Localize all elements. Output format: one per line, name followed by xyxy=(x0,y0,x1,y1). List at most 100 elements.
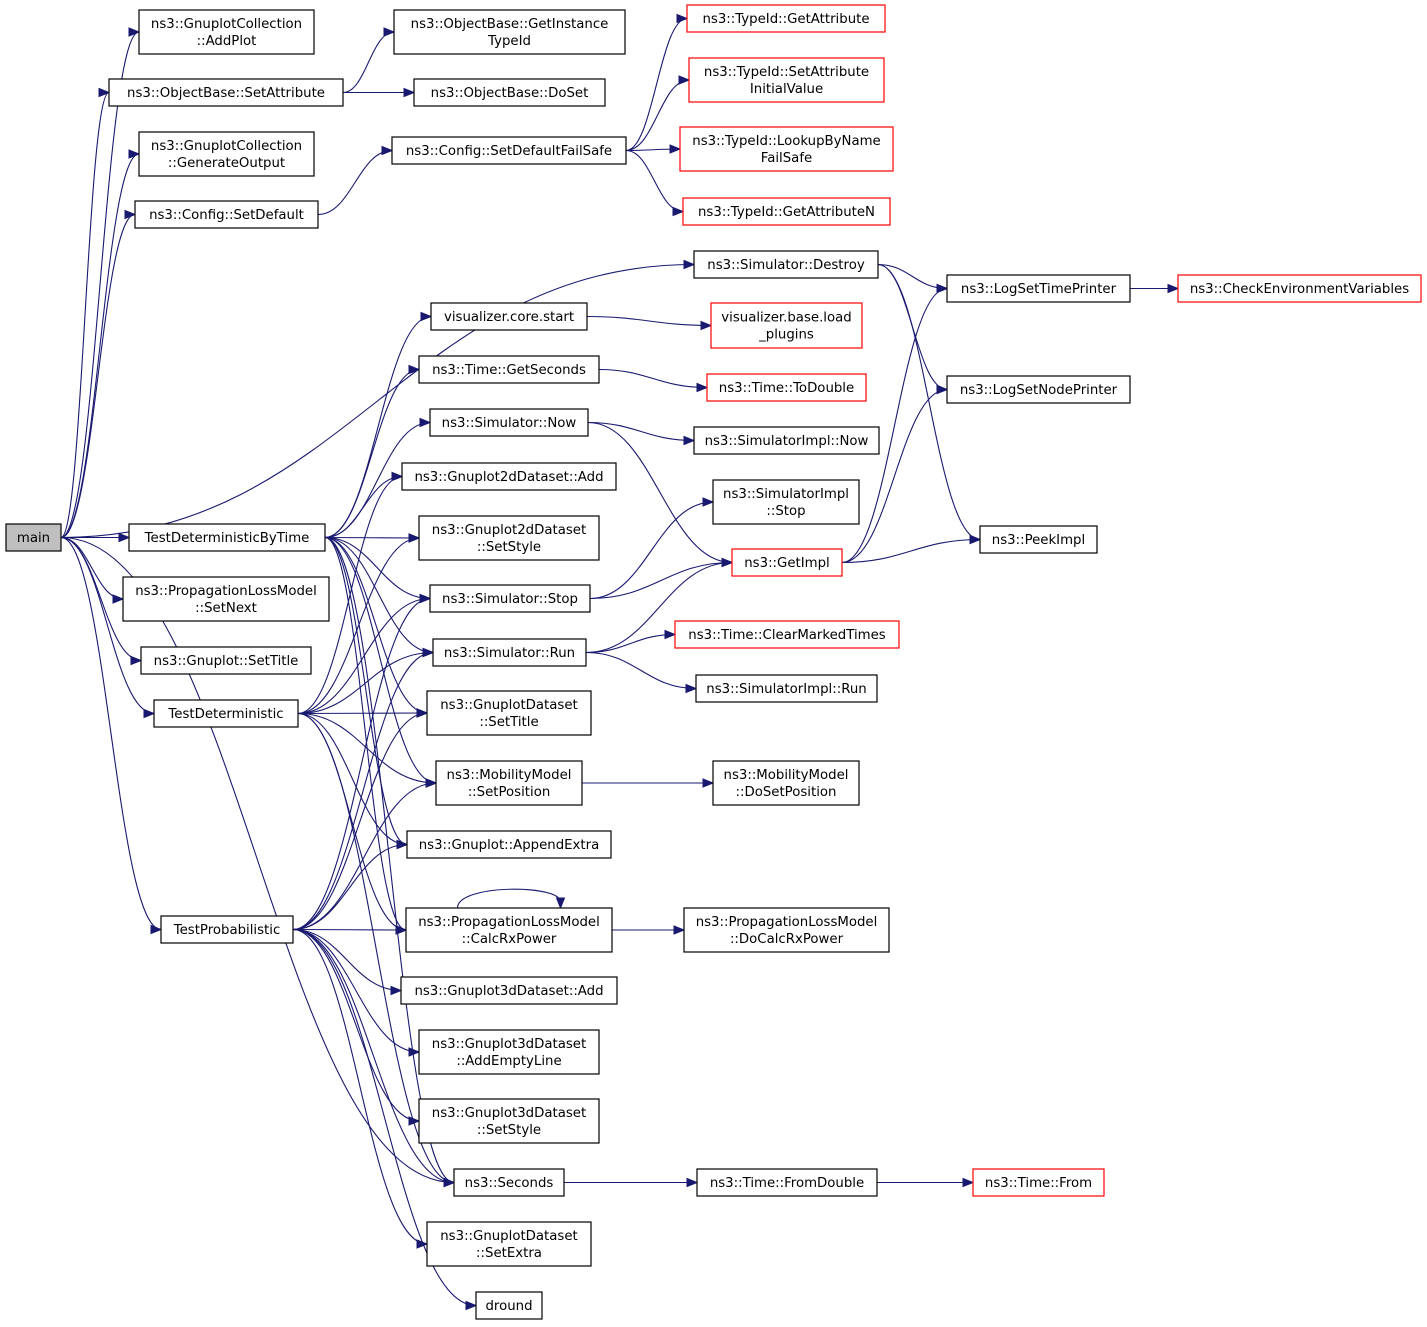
node-peekimpl[interactable]: ns3::PeekImpl xyxy=(979,525,1098,554)
node-setdefaultfailsafe[interactable]: ns3::Config::SetDefaultFailSafe xyxy=(391,136,627,165)
node-box-g2dsetstyle[interactable] xyxy=(418,515,600,561)
node-box-gdsetextra[interactable] xyxy=(426,1221,592,1267)
node-timefrom[interactable]: ns3::Time::From xyxy=(972,1168,1105,1197)
node-fromdouble[interactable]: ns3::Time::FromDouble xyxy=(696,1168,878,1197)
node-calcrx[interactable]: ns3::PropagationLossModel::CalcRxPower xyxy=(405,907,613,953)
node-doset[interactable]: ns3::ObjectBase::DoSet xyxy=(413,78,606,107)
node-box-simimplnow[interactable] xyxy=(693,426,880,455)
node-gdsetextra[interactable]: ns3::GnuplotDataset::SetExtra xyxy=(426,1221,592,1267)
node-box-g3dsetstyle[interactable] xyxy=(418,1098,600,1144)
node-box-setdefault[interactable] xyxy=(134,200,319,229)
node-simnow[interactable]: ns3::Simulator::Now xyxy=(429,408,589,437)
node-simimplnow[interactable]: ns3::SimulatorImpl::Now xyxy=(693,426,880,455)
node-box-peekimpl[interactable] xyxy=(979,525,1098,554)
node-box-tid-getattr[interactable] xyxy=(686,4,886,33)
node-box-fromdouble[interactable] xyxy=(696,1168,878,1197)
node-simrun[interactable]: ns3::Simulator::Run xyxy=(432,638,587,667)
node-box-simimplstop[interactable] xyxy=(712,479,860,525)
node-testdetbytime[interactable]: TestDeterministicByTime xyxy=(128,523,326,552)
node-testprob[interactable]: TestProbabilistic xyxy=(160,915,294,944)
node-testdet[interactable]: TestDeterministic xyxy=(153,699,299,728)
node-box-mmsetpos[interactable] xyxy=(435,760,583,806)
node-box-tid-setattrinit[interactable] xyxy=(688,57,885,103)
node-appendextra[interactable]: ns3::Gnuplot::AppendExtra xyxy=(406,830,612,859)
node-logsettime[interactable]: ns3::LogSetTimePrinter xyxy=(946,274,1131,303)
node-box-vizload[interactable] xyxy=(710,302,863,349)
node-clearmarked[interactable]: ns3::Time::ClearMarkedTimes xyxy=(674,620,900,649)
node-box-g3demptyline[interactable] xyxy=(418,1029,600,1075)
node-generateoutput[interactable]: ns3::GnuplotCollection::GenerateOutput xyxy=(138,131,315,177)
node-box-g2dadd[interactable] xyxy=(401,462,617,491)
node-setattribute[interactable]: ns3::ObjectBase::SetAttribute xyxy=(108,78,344,107)
node-vizstart[interactable]: visualizer.core.start xyxy=(430,302,588,331)
node-box-todouble[interactable] xyxy=(706,373,867,402)
node-box-simnow[interactable] xyxy=(429,408,589,437)
node-todouble[interactable]: ns3::Time::ToDouble xyxy=(706,373,867,402)
node-box-simstop[interactable] xyxy=(429,584,591,613)
node-box-settitle-gp[interactable] xyxy=(140,646,312,675)
node-box-doset[interactable] xyxy=(413,78,606,107)
node-tid-getattrn[interactable]: ns3::TypeId::GetAttributeN xyxy=(682,197,891,226)
node-box-addplot[interactable] xyxy=(138,9,315,55)
node-gdsettitle[interactable]: ns3::GnuplotDataset::SetTitle xyxy=(426,690,592,736)
node-box-seconds[interactable] xyxy=(453,1168,565,1197)
node-box-checkenv[interactable] xyxy=(1177,274,1422,303)
node-box-testdet[interactable] xyxy=(153,699,299,728)
node-box-main[interactable] xyxy=(5,523,62,552)
node-box-vizstart[interactable] xyxy=(430,302,588,331)
node-box-testprob[interactable] xyxy=(160,915,294,944)
node-box-testdetbytime[interactable] xyxy=(128,523,326,552)
node-box-logsettime[interactable] xyxy=(946,274,1131,303)
node-box-calcrx[interactable] xyxy=(405,907,613,953)
node-main[interactable]: main xyxy=(5,523,62,552)
node-box-clearmarked[interactable] xyxy=(674,620,900,649)
node-box-generateoutput[interactable] xyxy=(138,131,315,177)
node-g2dsetstyle[interactable]: ns3::Gnuplot2dDataset::SetStyle xyxy=(418,515,600,561)
node-box-g3dadd[interactable] xyxy=(400,976,618,1005)
node-mmdosetpos[interactable]: ns3::MobilityModel::DoSetPosition xyxy=(712,760,860,806)
node-settitle-gp[interactable]: ns3::Gnuplot::SetTitle xyxy=(140,646,312,675)
node-seconds[interactable]: ns3::Seconds xyxy=(453,1168,565,1197)
node-setnext[interactable]: ns3::PropagationLossModel::SetNext xyxy=(122,576,330,622)
node-simstop[interactable]: ns3::Simulator::Stop xyxy=(429,584,591,613)
node-box-gdsettitle[interactable] xyxy=(426,690,592,736)
node-vizload[interactable]: visualizer.base.load_plugins xyxy=(710,302,863,349)
node-box-tid-getattrn[interactable] xyxy=(682,197,891,226)
node-getseconds[interactable]: ns3::Time::GetSeconds xyxy=(418,355,600,384)
node-box-simrun[interactable] xyxy=(432,638,587,667)
node-g3demptyline[interactable]: ns3::Gnuplot3dDataset::AddEmptyLine xyxy=(418,1029,600,1075)
node-mmsetpos[interactable]: ns3::MobilityModel::SetPosition xyxy=(435,760,583,806)
node-box-destroy[interactable] xyxy=(693,250,879,279)
node-box-dround[interactable] xyxy=(475,1291,543,1320)
node-dround[interactable]: dround xyxy=(475,1291,543,1320)
node-box-setnext[interactable] xyxy=(122,576,330,622)
node-box-docalcrx[interactable] xyxy=(683,907,890,953)
node-checkenv[interactable]: ns3::CheckEnvironmentVariables xyxy=(1177,274,1422,303)
node-g2dadd[interactable]: ns3::Gnuplot2dDataset::Add xyxy=(401,462,617,491)
node-box-appendextra[interactable] xyxy=(406,830,612,859)
node-box-setdefaultfailsafe[interactable] xyxy=(391,136,627,165)
node-box-getseconds[interactable] xyxy=(418,355,600,384)
node-getimpl[interactable]: ns3::GetImpl xyxy=(731,548,843,577)
node-destroy[interactable]: ns3::Simulator::Destroy xyxy=(693,250,879,279)
node-box-mmdosetpos[interactable] xyxy=(712,760,860,806)
node-box-simimplrun[interactable] xyxy=(695,674,878,703)
node-g3dadd[interactable]: ns3::Gnuplot3dDataset::Add xyxy=(400,976,618,1005)
node-g3dsetstyle[interactable]: ns3::Gnuplot3dDataset::SetStyle xyxy=(418,1098,600,1144)
node-box-logsetnode[interactable] xyxy=(946,375,1131,404)
node-simimplrun[interactable]: ns3::SimulatorImpl::Run xyxy=(695,674,878,703)
node-box-getinstancetypeid[interactable] xyxy=(393,9,626,55)
node-addplot[interactable]: ns3::GnuplotCollection::AddPlot xyxy=(138,9,315,55)
node-tid-getattr[interactable]: ns3::TypeId::GetAttribute xyxy=(686,4,886,33)
node-setdefault[interactable]: ns3::Config::SetDefault xyxy=(134,200,319,229)
node-logsetnode[interactable]: ns3::LogSetNodePrinter xyxy=(946,375,1131,404)
node-box-tid-lookup[interactable] xyxy=(679,126,894,172)
node-box-setattribute[interactable] xyxy=(108,78,344,107)
node-box-timefrom[interactable] xyxy=(972,1168,1105,1197)
node-box-getimpl[interactable] xyxy=(731,548,843,577)
node-docalcrx[interactable]: ns3::PropagationLossModel::DoCalcRxPower xyxy=(683,907,890,953)
node-simimplstop[interactable]: ns3::SimulatorImpl::Stop xyxy=(712,479,860,525)
